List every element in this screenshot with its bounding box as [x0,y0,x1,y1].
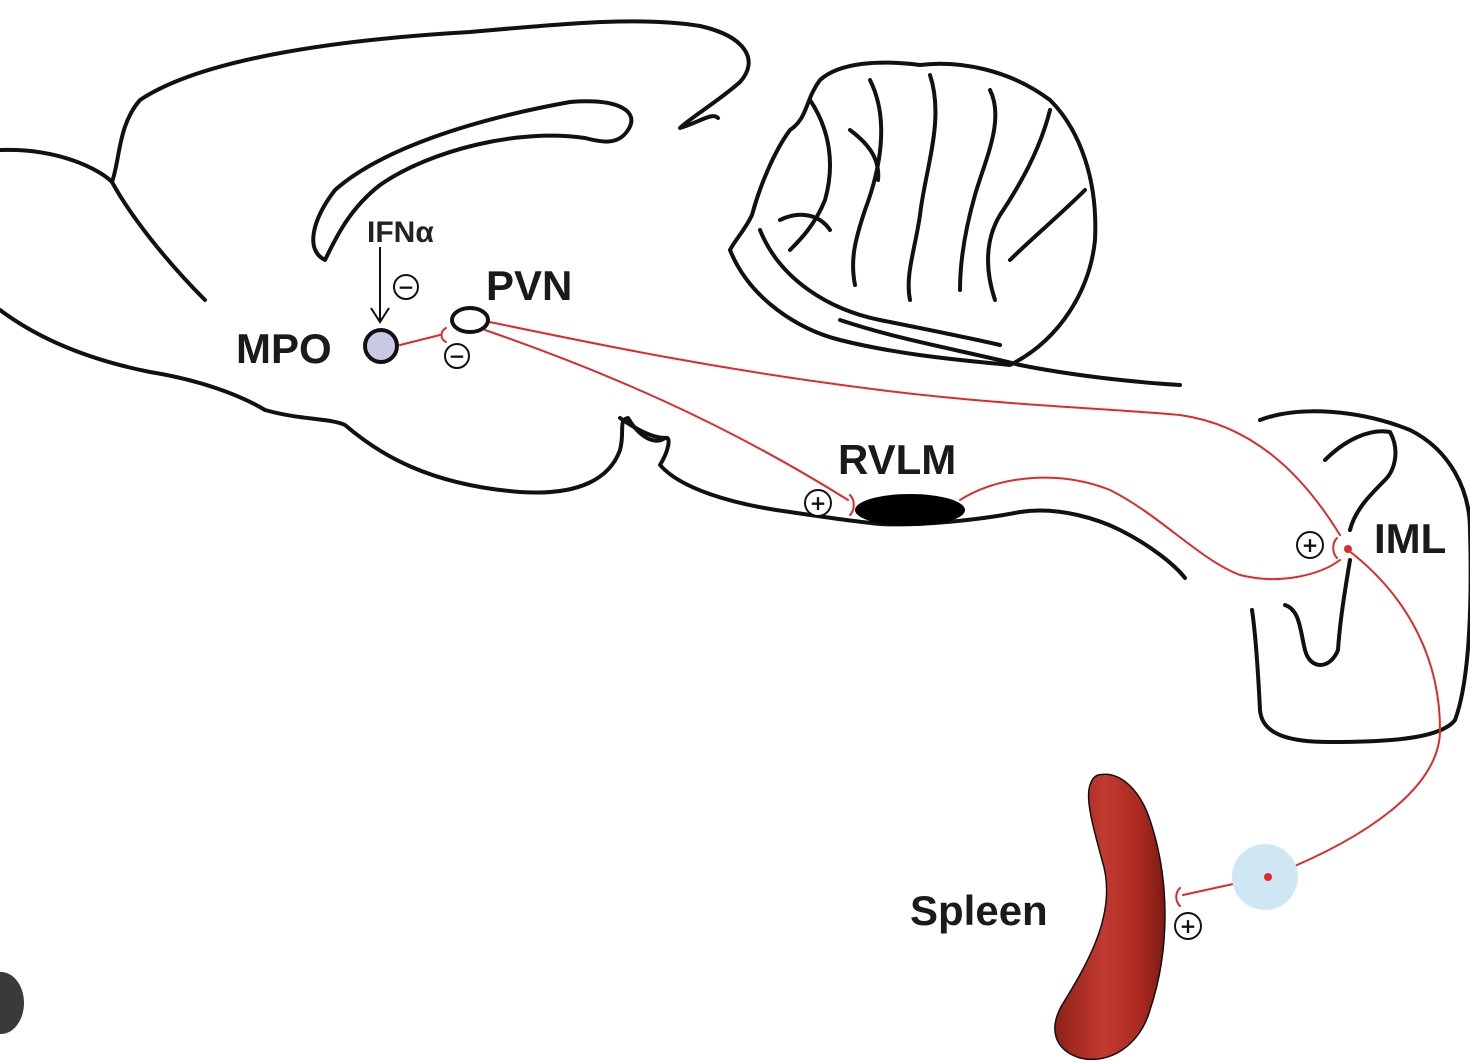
cerebellar-folium-4 [958,88,998,292]
cerebellum-inner-boundary [758,228,1002,347]
cerebrum-outline [0,19,751,184]
sign-mpo-to-pvn: − [444,343,470,369]
cerebellum-outline [728,60,1098,367]
hindbrain-dorsal-outline [1018,363,1182,387]
grey-matter-dorsal-horn [1323,429,1398,532]
iml-terminal [1332,537,1338,559]
cerebellum [728,60,1098,367]
brain-outline [0,19,1187,580]
cerebellar-folium-1 [788,98,832,252]
ifn-arrow-head [370,307,390,324]
svg-text:+: + [1180,914,1197,938]
sign-ifn-to-mpo: − [393,274,419,300]
mpo-label: MPO [236,325,332,372]
cerebellar-folium-8 [778,212,832,232]
rvlm-label: RVLM [838,436,956,483]
spinal-cord-section [1250,409,1470,744]
cerebellar-folium-6 [1008,188,1087,262]
sign-pvn-to-rvlm: + [804,489,832,517]
spleen-label: Spleen [910,887,1048,934]
grey-matter-ventral-horn [1283,558,1352,667]
svg-text:+: + [1302,533,1319,557]
spinal-cord-outline [1250,409,1470,744]
cortex-surface-outline [110,180,207,302]
pvn-label: PVN [486,262,572,309]
pvn-to-iml-axon [479,319,1341,536]
pvn-nucleus [450,306,490,334]
ganglion-soma [1264,873,1272,881]
cerebellar-folium-7 [848,128,881,182]
spleen-organ [1054,773,1166,1060]
svg-text:−: − [398,275,415,299]
iml-label: IML [1374,515,1446,562]
ifn-label: IFNα [367,216,434,249]
sympathetic-pathway [399,319,1441,907]
rvlm-nucleus [855,494,965,526]
corpus-callosum [311,99,634,262]
spleen-terminal [1175,887,1181,907]
ventral-forebrain-outline [0,308,1187,580]
mpo-to-pvn-axon [399,334,441,346]
sign-to-iml: + [1296,531,1324,559]
rvlm-to-iml-axon [959,476,1341,581]
svg-text:−: − [449,344,466,368]
iml-to-ganglion-axon [1277,549,1441,874]
cerebellar-folium-3 [906,73,938,302]
mpo-to-pvn-terminal [440,327,447,343]
pvn-to-rvlm-axon [484,329,849,501]
cerebellar-folium-5 [986,108,1052,302]
pvn-to-rvlm-terminal [849,494,855,516]
iml-soma [1344,545,1352,553]
svg-text:+: + [810,491,827,515]
cerebellum-peduncle [838,318,1022,367]
brainstem-dorsal-outline [618,416,667,440]
mpo-nucleus [363,328,399,364]
sign-to-spleen: + [1174,912,1202,940]
cerebellar-folium-2 [851,78,884,287]
